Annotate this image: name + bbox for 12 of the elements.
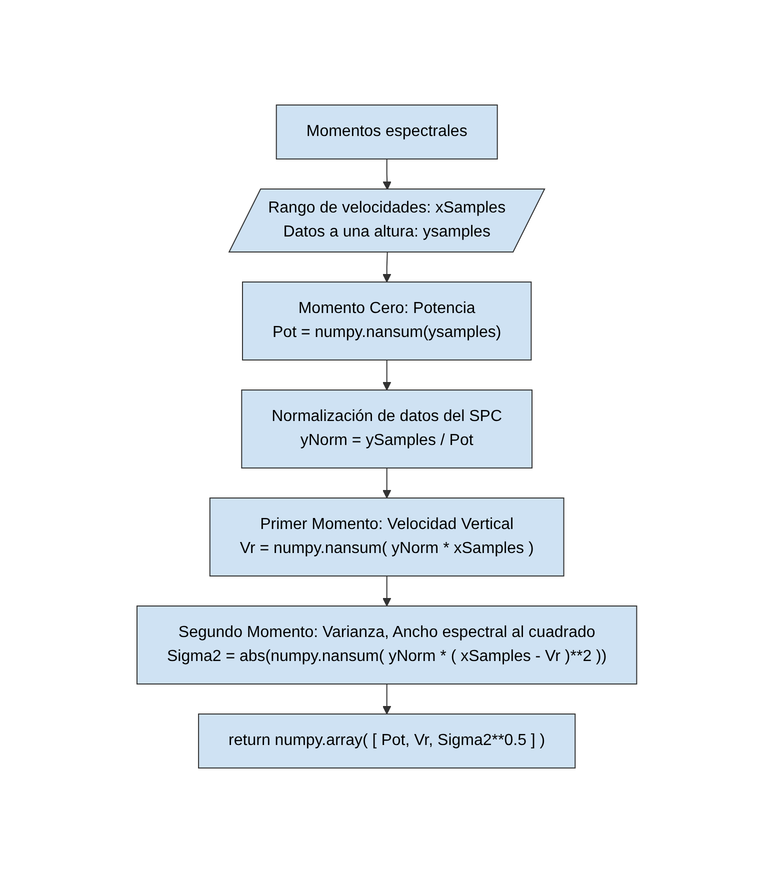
- arrow: [382, 576, 391, 606]
- arrow: [382, 468, 391, 498]
- arrow: [382, 684, 391, 714]
- node-box: Segundo Momento: Varianza, Ancho espectral al cuadrado Sigma2 = abs(numpy.nansum( yNorm * ( xSamples - Vr )**2 )): [136, 606, 637, 684]
- node-box: Normalización de datos del SPC yNorm = ySamples / Pot: [240, 390, 532, 468]
- node-box: return numpy.array( [ Pot, Vr, Sigma2**0.5 ] ): [198, 714, 576, 768]
- node-box: Momento Cero: Potencia Pot = numpy.nansum(ysamples): [242, 282, 532, 360]
- arrow: [382, 360, 391, 390]
- node-box: Momentos espectrales: [276, 104, 498, 160]
- arrow: [382, 158, 392, 190]
- node-box: Primer Momento: Velocidad Vertical Vr = numpy.nansum( yNorm * xSamples ): [209, 498, 564, 576]
- arrow: [382, 252, 391, 282]
